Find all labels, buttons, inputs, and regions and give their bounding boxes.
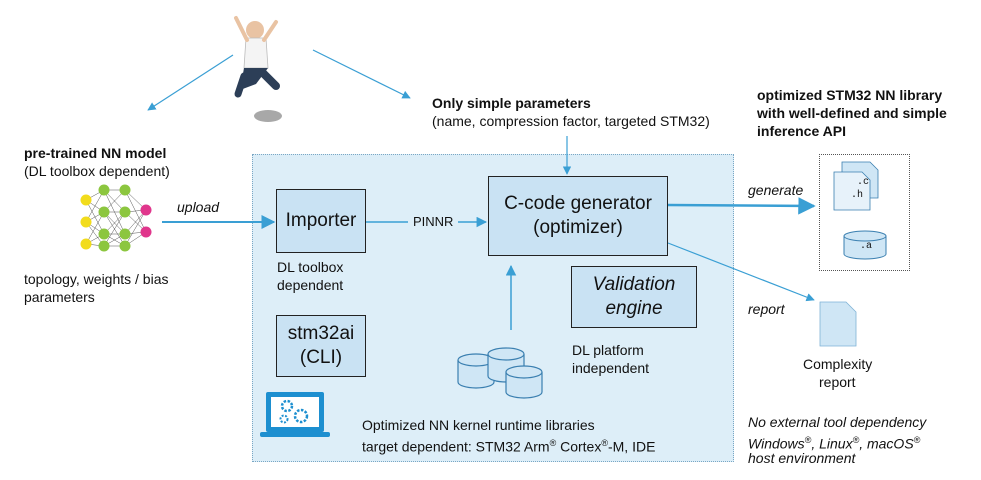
complexity-line2: report <box>819 374 856 390</box>
importer-box: Importer <box>276 189 366 253</box>
footer-line3: host environment <box>748 450 856 466</box>
validation-line2: engine <box>605 298 663 319</box>
params-subtitle: (name, compression factor, targeted STM3… <box>432 113 710 129</box>
footer-macos: macOS <box>866 435 914 452</box>
libraries-end: -M, IDE <box>607 438 656 455</box>
laptop-gears-icon <box>260 392 330 437</box>
library-archive-icon <box>843 230 887 260</box>
report-label: report <box>748 301 785 317</box>
person-jumping-icon <box>234 16 282 122</box>
libraries-line1: Optimized NN kernel runtime libraries <box>362 417 595 433</box>
platform-note-line1: DL platform <box>572 342 644 358</box>
file-h-label: .h <box>851 190 864 201</box>
validation-line1: Validation <box>592 274 676 295</box>
complexity-line1: Complexity <box>803 356 873 372</box>
database-icon <box>457 347 543 399</box>
footer-windows: Windows <box>748 435 805 452</box>
reg-mark: ® <box>804 435 812 445</box>
reg-mark: ® <box>852 435 860 445</box>
platform-note-line2: independent <box>572 360 650 376</box>
libraries-line2: target dependent: STM32 Arm® Cortex®-M, … <box>362 434 655 456</box>
model-subtitle: (DL toolbox dependent) <box>24 163 170 179</box>
libraries-prefix: target dependent: STM32 Arm <box>362 438 550 455</box>
code-generator-box: C-code generator (optimizer) <box>488 176 668 256</box>
output-title-line1: optimized STM32 NN library <box>757 87 943 103</box>
neural-network-icon <box>80 184 152 252</box>
cli-line1: stm32ai <box>287 323 355 344</box>
reg-mark: ® <box>601 438 608 448</box>
output-title-line2: with well-defined and simple <box>757 105 947 121</box>
model-caption-line2: parameters <box>24 289 95 305</box>
upload-label: upload <box>177 199 220 215</box>
model-caption-line1: topology, weights / bias <box>24 271 169 287</box>
file-c-label: .c <box>857 177 870 188</box>
reg-mark: ® <box>913 435 921 445</box>
stm32ai-cli-box: stm32ai (CLI) <box>276 315 366 377</box>
reg-mark: ® <box>549 438 557 448</box>
footer-line1: No external tool dependency <box>748 414 927 430</box>
file-icon <box>833 161 879 211</box>
importer-note-line1: DL toolbox <box>277 259 344 275</box>
output-title-line3: inference API <box>757 123 846 139</box>
generator-line2: (optimizer) <box>533 217 623 238</box>
generator-line1: C-code generator <box>504 193 652 214</box>
validation-engine-box: Validation engine <box>571 266 697 328</box>
libraries-suffix: Cortex <box>556 438 602 455</box>
footer-sep: , <box>811 435 820 452</box>
file-icon <box>819 301 857 347</box>
params-title: Only simple parameters <box>432 95 591 111</box>
importer-note-line2: dependent <box>277 277 344 293</box>
cli-line2: (CLI) <box>299 347 343 368</box>
model-title: pre-trained NN model <box>24 145 167 161</box>
footer-linux: Linux <box>819 435 853 452</box>
pinnr-label: PINNR <box>413 214 454 229</box>
file-a-label: .a <box>860 241 873 252</box>
importer-label: Importer <box>285 210 357 231</box>
footer-sep: , <box>859 435 867 452</box>
footer-line2: Windows®, Linux®, macOS® <box>748 431 920 453</box>
generate-label: generate <box>748 182 804 198</box>
